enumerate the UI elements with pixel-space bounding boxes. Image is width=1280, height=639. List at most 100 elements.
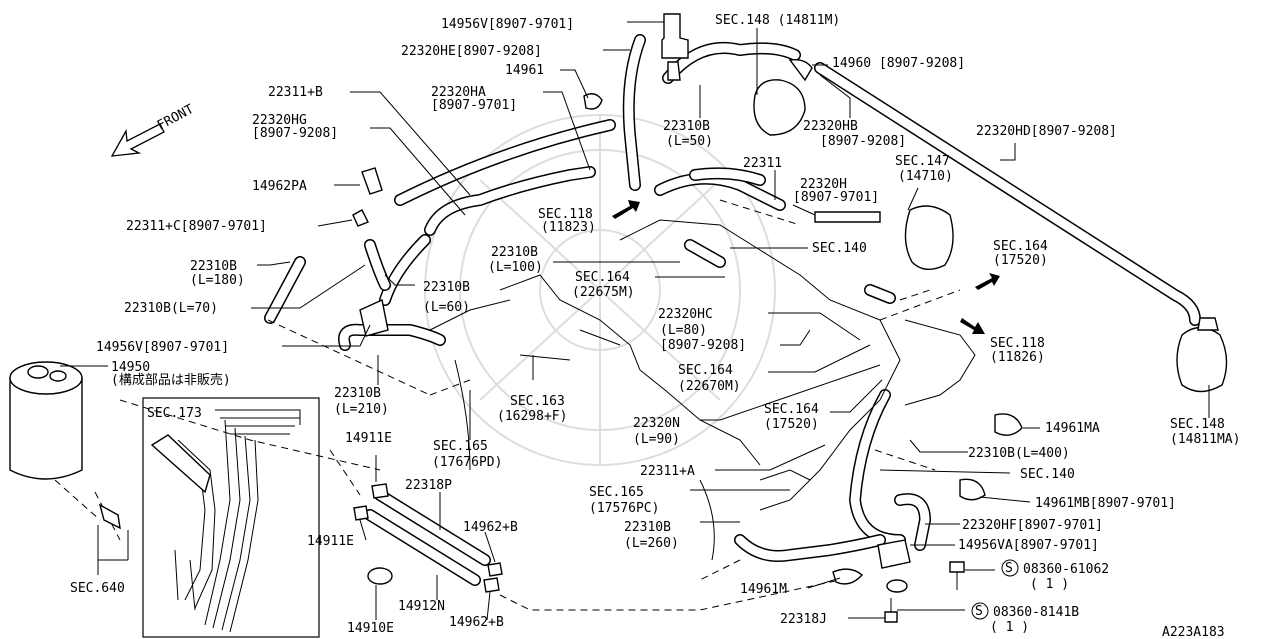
label-sec148-top: SEC.148 (14811M)	[715, 13, 840, 28]
sec173-box	[142, 397, 320, 638]
label-sec164-17520-mid: SEC.164	[764, 402, 819, 417]
label-08360-8141b: 08360-8141B	[993, 605, 1079, 620]
label-22310b-260-len: (L=260)	[624, 536, 679, 551]
label-22320hb: 22320HB	[803, 119, 858, 134]
label-sec118-right: SEC.118	[990, 336, 1045, 351]
small-components	[352, 13, 1228, 623]
label-14950-note: (構成部品は非販売)	[111, 372, 231, 388]
label-14962b-top: 14962+B	[463, 520, 518, 535]
label-14956v-top: 14956V[8907-9701]	[441, 17, 574, 32]
label-22310b-50: 22310B	[663, 119, 710, 134]
label-sec164-17520-right: SEC.164	[993, 239, 1048, 254]
label-14950: 14950	[111, 360, 150, 375]
label-22310b-400: 22310B(L=400)	[968, 446, 1070, 461]
label-sec164-17520-right-code: (17520)	[993, 253, 1048, 268]
label-22310b-100: 22310B	[491, 245, 538, 260]
label-14960: 14960 [8907-9208]	[832, 56, 965, 71]
label-22311a: 22311+A	[640, 464, 695, 479]
label-sec173: SEC.173	[147, 406, 202, 421]
label-sec164-22675m: SEC.164	[575, 270, 630, 285]
front-arrow-icon: FRONT	[110, 102, 197, 157]
label-sec164-22675m-code: (22675M)	[572, 285, 635, 300]
label-sec165-17576pc-code: (17576PC)	[589, 501, 659, 516]
label-22311b: 22311+B	[268, 85, 323, 100]
label-14961m: 14961M	[740, 582, 787, 597]
label-sec165-17676pd: SEC.165	[433, 439, 488, 454]
watermark-emblem	[424, 114, 776, 466]
label-22320hc-date: [8907-9208]	[660, 338, 746, 353]
label-sec165-17576pc: SEC.165	[589, 485, 644, 500]
label-22310b-100-len: (L=100)	[488, 260, 543, 275]
label-22310b-180: 22310B	[190, 259, 237, 274]
label-22320n: 22320N	[633, 416, 680, 431]
connection-lines	[119, 199, 961, 611]
label-14910e: 14910E	[347, 621, 394, 636]
label-14911e-top: 14911E	[345, 431, 392, 446]
label-sec163-code: (16298+F)	[497, 409, 567, 424]
label-22320hg: 22320HG	[252, 113, 307, 128]
label-22310b-70: 22310B(L=70)	[124, 301, 218, 316]
label-14961ma: 14961MA	[1045, 421, 1100, 436]
label-sec140-low: SEC.140	[1020, 467, 1075, 482]
label-14961: 14961	[505, 63, 544, 78]
label-08360-8141b-qty: ( 1 )	[990, 620, 1029, 635]
label-22320h-date: [8907-9701]	[793, 190, 879, 205]
figure-id: A223A183	[1162, 625, 1225, 639]
label-22320he: 22320HE[8907-9208]	[401, 44, 542, 59]
label-sec165-17676pd-code: (17676PD)	[432, 455, 502, 470]
label-22320hd: 22320HD[8907-9208]	[976, 124, 1117, 139]
label-22320ha-date: [8907-9701]	[431, 98, 517, 113]
label-22310b-60: 22310B	[423, 280, 470, 295]
label-sec148-right-code: (14811MA)	[1170, 432, 1240, 447]
label-sec147-code: (14710)	[898, 169, 953, 184]
label-22310b-180-len: (L=180)	[190, 273, 245, 288]
label-08360-61062-qty: ( 1 )	[1030, 577, 1069, 592]
label-14956va: 14956VA[8907-9701]	[958, 538, 1099, 553]
label-22318p: 22318P	[405, 478, 452, 493]
label-14962pa: 14962PA	[252, 179, 307, 194]
label-22310b-50-len: (L=50)	[666, 134, 713, 149]
label-sec164-17520-mid-code: (17520)	[764, 417, 819, 432]
label-08360-61062: 08360-61062	[1023, 562, 1109, 577]
label-22320hf: 22320HF[8907-9701]	[962, 518, 1103, 533]
label-22320n-len: (L=90)	[633, 432, 680, 447]
canister-14950	[9, 361, 129, 561]
label-sec148-right: SEC.148	[1170, 417, 1225, 432]
label-14961mb: 14961MB[8907-9701]	[1035, 496, 1176, 511]
label-22310b-60-len: (L=60)	[423, 300, 470, 315]
leader-lines	[60, 21, 1210, 621]
label-22320ha: 22320HA	[431, 85, 486, 100]
svg-text:S: S	[975, 604, 983, 619]
part-labels: 14956V[8907-9701] 22320HE[8907-9208] 149…	[70, 13, 1240, 639]
screw-symbol-icon-2: S	[971, 602, 989, 620]
label-sec164-22670m-code: (22670M)	[678, 379, 741, 394]
label-22310b-260: 22310B	[624, 520, 671, 535]
label-sec164-22670m: SEC.164	[678, 363, 733, 378]
label-22311: 22311	[743, 156, 782, 171]
label-sec147: SEC.147	[895, 154, 950, 169]
label-22318j: 22318J	[780, 612, 827, 627]
label-22320h: 22320H	[800, 177, 847, 192]
front-label: FRONT	[155, 102, 197, 134]
svg-text:S: S	[1005, 561, 1013, 576]
label-14956v-mid: 14956V[8907-9701]	[96, 340, 229, 355]
label-sec640: SEC.640	[70, 581, 125, 596]
label-sec163: SEC.163	[510, 394, 565, 409]
label-22311c: 22311+C[8907-9701]	[126, 219, 267, 234]
screw-symbol-icon: S	[1001, 559, 1019, 577]
label-22320hc: 22320HC	[658, 307, 713, 322]
label-sec118-right-code: (11826)	[990, 350, 1045, 365]
direction-arrows	[612, 200, 1000, 334]
label-22320hg-date: [8907-9208]	[252, 126, 338, 141]
label-sec118-top-code: (11823)	[541, 220, 596, 235]
label-sec140-mid: SEC.140	[812, 241, 867, 256]
label-14911e-bottom: 14911E	[307, 534, 354, 549]
label-22310b-210: 22310B	[334, 386, 381, 401]
label-22320hc-len: (L=80)	[660, 323, 707, 338]
label-14962b-bottom: 14962+B	[449, 615, 504, 630]
label-22310b-210-len: (L=210)	[334, 402, 389, 417]
label-14912n: 14912N	[398, 599, 445, 614]
label-22320hb-date: [8907-9208]	[820, 134, 906, 149]
label-sec118-top: SEC.118	[538, 207, 593, 222]
